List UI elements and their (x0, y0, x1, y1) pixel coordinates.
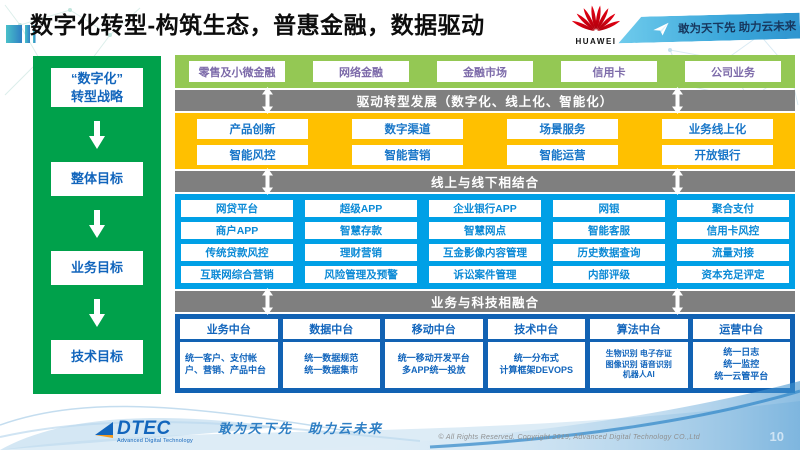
capability-box: 智能营销 (352, 145, 463, 165)
business-line-box: 零售及小微金融 (189, 61, 285, 82)
down-arrow-icon (89, 209, 105, 238)
down-arrow-icon (89, 120, 105, 149)
ribbon-slogan-text: 敢为天下先 助力云未来 (677, 20, 797, 36)
application-box: 智慧存款 (305, 221, 417, 239)
capability-box: 产品创新 (197, 119, 308, 139)
capability-box: 开放银行 (662, 145, 773, 165)
driver-bar-label: 驱动转型发展（数字化、线上化、智能化） (356, 95, 614, 109)
capabilities-band: 产品创新 数字渠道 场景服务 业务线上化 智能风控 智能营销 智能运营 开放银行 (175, 113, 795, 169)
application-box: 风险管理及预警 (305, 266, 417, 284)
strategy-step: 整体目标 (51, 162, 143, 197)
up-down-arrow-icon (261, 87, 273, 114)
paper-plane-icon (652, 22, 670, 36)
huawei-logo: HUAWEI (565, 2, 627, 46)
dtec-caption: Advanced Digital Technology (117, 437, 193, 444)
application-box: 内部评级 (553, 266, 665, 284)
application-box: 流量对接 (677, 244, 789, 262)
platform-detail: 统一分布式 计算框架DEVOPS (487, 342, 585, 388)
application-box: 网贷平台 (181, 199, 293, 217)
business-line-box: 网络金融 (313, 61, 409, 82)
platform-column: 业务中台 统一客户、支付帐户、营销、产品中台 (180, 319, 278, 388)
up-down-arrow-icon (672, 288, 684, 315)
application-box: 传统贷款风控 (181, 244, 293, 262)
application-box: 诉讼案件管理 (429, 266, 541, 284)
dtec-triangle-icon (95, 421, 113, 438)
tech-fusion-bar-label: 业务与科技相融合 (430, 296, 539, 310)
application-box: 超级APP (305, 199, 417, 217)
platform-column: 算法中台 生物识别 电子存证 图像识别 语音识别 机器人AI (590, 319, 688, 388)
up-down-arrow-icon (672, 87, 684, 114)
platform-column: 运营中台 统一日志 统一监控 统一云管平台 (692, 319, 790, 388)
dtec-logo: DTEC Advanced Digital Technology (93, 419, 193, 445)
application-box: 互金影像内容管理 (429, 244, 541, 262)
platform-detail: 统一移动开发平台 多APP统一投放 (385, 342, 483, 388)
strategy-step: “数字化” 转型战略 (51, 68, 143, 108)
platform-name: 数据中台 (282, 319, 380, 339)
capability-box: 场景服务 (507, 119, 618, 139)
tech-fusion-bar: 业务与科技相融合 (175, 288, 795, 315)
footer-slogan: 敢为天下先 助力云未来 (218, 421, 384, 436)
application-box: 商户APP (181, 221, 293, 239)
title-accent-icon (6, 25, 36, 43)
platform-column: 数据中台 统一数据规范 统一数据集市 (282, 319, 380, 388)
platform-name: 运营中台 (692, 319, 790, 339)
capability-box: 数字渠道 (352, 119, 463, 139)
application-box: 互联网综合营销 (181, 266, 293, 284)
application-box: 网银 (553, 199, 665, 217)
capability-box: 智能运营 (507, 145, 618, 165)
dtec-wordmark: DTEC (117, 417, 171, 439)
strategy-step: 业务目标 (51, 251, 143, 286)
up-down-arrow-icon (672, 168, 684, 195)
application-box: 智能客服 (553, 221, 665, 239)
driver-bar: 驱动转型发展（数字化、线上化、智能化） (175, 87, 795, 114)
business-lines-band: 零售及小微金融 网络金融 金融市场 信用卡 公司业务 (175, 55, 795, 88)
application-box: 理财营销 (305, 244, 417, 262)
architecture-diagram: 零售及小微金融 网络金融 金融市场 信用卡 公司业务 驱动转型发展（数字化、线上… (175, 55, 795, 393)
platform-name: 技术中台 (487, 319, 585, 339)
platform-name: 移动中台 (385, 319, 483, 339)
online-offline-bar: 线上与线下相结合 (175, 168, 795, 195)
business-line-box: 公司业务 (685, 61, 781, 82)
application-box: 历史数据查询 (553, 244, 665, 262)
application-box: 企业银行APP (429, 199, 541, 217)
application-box: 信用卡风控 (677, 221, 789, 239)
business-line-box: 信用卡 (561, 61, 657, 82)
platform-detail: 统一数据规范 统一数据集市 (282, 342, 380, 388)
application-box: 资本充足评定 (677, 266, 789, 284)
capability-box: 智能风控 (197, 145, 308, 165)
applications-band: 网贷平台 超级APP 企业银行APP 网银 聚合支付 商户APP 智慧存款 智慧… (175, 194, 795, 289)
platform-name: 业务中台 (180, 319, 278, 339)
down-arrow-icon (89, 298, 105, 327)
strategy-panel: “数字化” 转型战略 整体目标 业务目标 技术目标 (33, 56, 161, 394)
strategy-step: 技术目标 (51, 340, 143, 374)
huawei-wordmark: HUAWEI (575, 37, 617, 46)
slogan-ribbon: 敢为天下先 助力云未来 (618, 13, 800, 44)
business-line-box: 金融市场 (437, 61, 533, 82)
up-down-arrow-icon (261, 288, 273, 315)
platform-detail: 统一客户、支付帐户、营销、产品中台 (180, 342, 278, 388)
page-number: 10 (769, 429, 784, 444)
platform-detail: 生物识别 电子存证 图像识别 语音识别 机器人AI (590, 342, 688, 388)
huawei-flower-icon (571, 5, 621, 31)
platform-detail: 统一日志 统一监控 统一云管平台 (692, 342, 790, 388)
platform-name: 算法中台 (590, 319, 688, 339)
platform-column: 移动中台 统一移动开发平台 多APP统一投放 (385, 319, 483, 388)
application-box: 智慧网点 (429, 221, 541, 239)
copyright-text: © All Rights Reserved. Copyright 2019, A… (438, 434, 700, 441)
application-box: 聚合支付 (677, 199, 789, 217)
platform-column: 技术中台 统一分布式 计算框架DEVOPS (487, 319, 585, 388)
online-offline-bar-label: 线上与线下相结合 (430, 176, 539, 190)
capability-box: 业务线上化 (662, 119, 773, 139)
up-down-arrow-icon (261, 168, 273, 195)
platforms-band: 业务中台 统一客户、支付帐户、营销、产品中台 数据中台 统一数据规范 统一数据集… (175, 314, 795, 393)
page-title: 数字化转型-构筑生态，普惠金融，数据驱动 (30, 12, 485, 38)
